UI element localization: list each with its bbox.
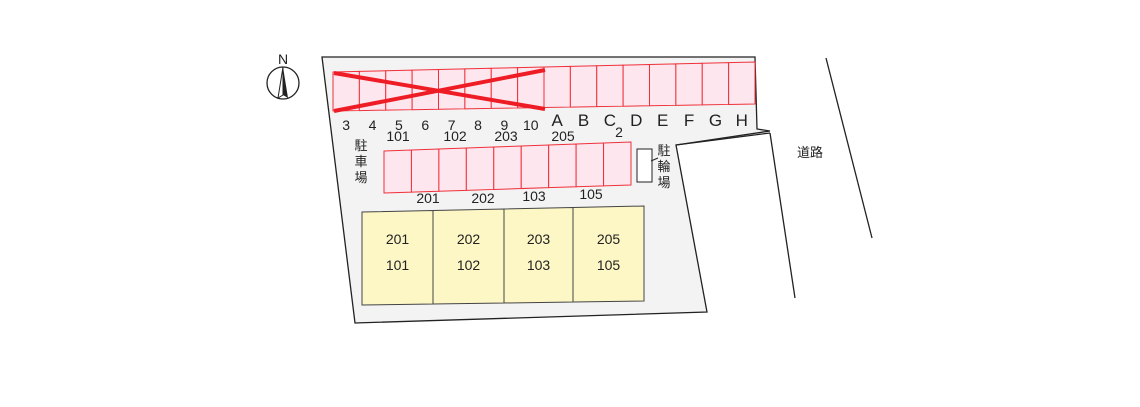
slot-number: C <box>604 111 616 130</box>
unit-number-lower: 103 <box>527 257 551 273</box>
parking-slot <box>675 62 703 106</box>
slot-assignment: 103 <box>522 188 546 204</box>
parking-slot <box>622 63 650 107</box>
unit-number-upper: 202 <box>457 231 481 247</box>
slot-number: 8 <box>474 117 482 133</box>
slot-assignment: 105 <box>579 186 603 202</box>
slot-number: B <box>578 111 589 130</box>
slot-number: H <box>736 111 748 130</box>
middle-parking-row <box>383 141 632 194</box>
parking-slot <box>493 145 522 190</box>
parking-slot <box>701 62 730 106</box>
unavailable-cross <box>333 68 546 113</box>
slot-number: D <box>630 111 642 130</box>
parking-slot <box>383 149 412 194</box>
slot-number: G <box>709 111 722 130</box>
unit-number-lower: 101 <box>386 257 410 273</box>
road-edge <box>675 132 771 146</box>
parking-slot <box>596 64 624 108</box>
road-label: 道路 <box>797 145 823 161</box>
unit-number-upper: 203 <box>527 231 551 247</box>
slot-number: 5 <box>395 117 403 133</box>
unit-number-lower: 102 <box>457 257 481 273</box>
parking-label: 場 <box>354 171 367 186</box>
bike-parking <box>636 148 653 183</box>
slot-number: 7 <box>448 117 456 133</box>
bike-parking-leader <box>650 157 659 162</box>
parking-slot <box>438 147 467 192</box>
building-unit <box>572 205 645 303</box>
parking-slot <box>548 143 577 189</box>
parking-slot <box>603 141 632 187</box>
compass-label: N <box>278 51 288 67</box>
parking-slot <box>464 67 492 110</box>
parking-slot <box>728 61 756 105</box>
slot-assignment: 2 <box>615 124 623 140</box>
parking-slot <box>465 146 495 191</box>
slot-number: 3 <box>342 117 350 133</box>
slot-assignment: 203 <box>494 128 518 144</box>
slot-number: A <box>552 111 564 130</box>
slot-number: 6 <box>421 117 429 133</box>
building: 201 101 202 102 203 103 205 105 <box>361 205 645 306</box>
building-unit <box>503 206 574 304</box>
slot-number: E <box>657 111 668 130</box>
slot-assignment: 102 <box>443 128 467 144</box>
slot-assignment: 202 <box>471 190 495 206</box>
parking-slot <box>649 63 677 107</box>
unit-number-lower: 105 <box>597 257 621 273</box>
slot-number: 10 <box>523 117 539 133</box>
bike-parking-label: 場 <box>657 176 670 191</box>
slot-assignment: 205 <box>551 128 575 144</box>
unit-number-upper: 201 <box>386 231 410 247</box>
parking-slot <box>520 144 550 190</box>
parking-label: 駐 <box>354 139 367 154</box>
unit-number-upper: 205 <box>597 231 621 247</box>
parking-slot <box>385 69 413 111</box>
bike-parking-label: 輪 <box>657 159 670 175</box>
parking-slot <box>543 65 571 109</box>
road-edge <box>825 57 873 239</box>
slot-number: 4 <box>369 117 377 133</box>
slot-assignment: 201 <box>416 190 440 206</box>
bike-parking-label: 駐 <box>657 144 670 159</box>
slot-number: 9 <box>501 117 509 133</box>
parking-slot <box>569 65 598 108</box>
road-edge <box>769 132 796 299</box>
parking-slot <box>410 148 440 193</box>
north-compass-icon: N <box>266 51 300 100</box>
slot-number: F <box>684 111 694 130</box>
parking-slot <box>575 142 605 188</box>
parking-label: 車 <box>354 155 367 170</box>
slot-assignment: 101 <box>386 128 410 144</box>
